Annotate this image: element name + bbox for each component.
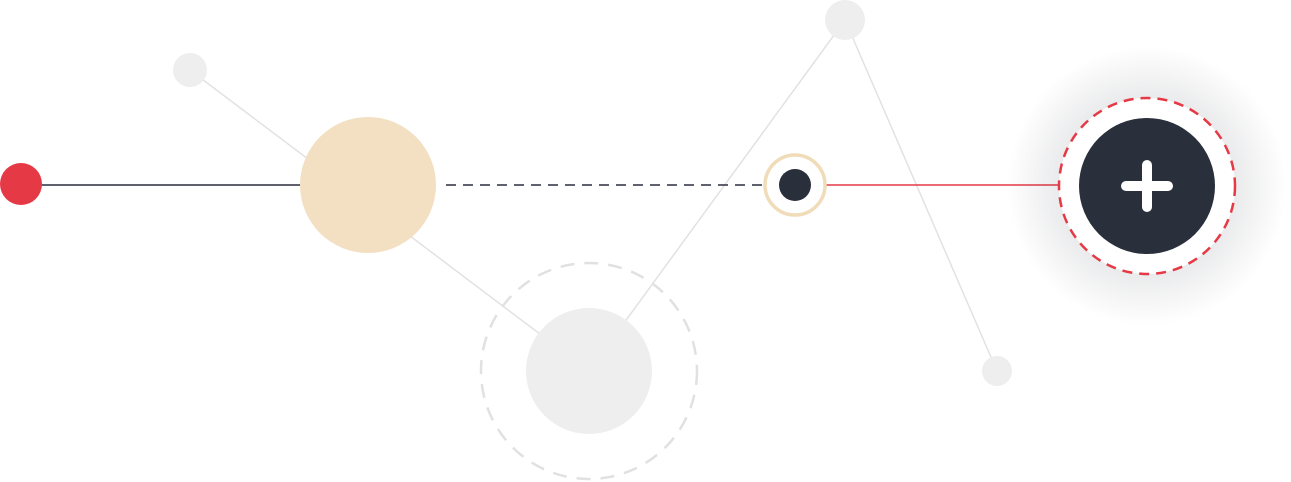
start-dot	[0, 163, 42, 205]
tan-node	[300, 117, 436, 253]
gray-bottom-node-ring	[479, 261, 699, 481]
gray-top-left-node	[173, 53, 207, 87]
gray-bottom-node	[526, 308, 652, 434]
small-dark-node	[779, 169, 811, 201]
plus-icon	[1121, 160, 1173, 212]
gray-bottom-right-node	[982, 356, 1012, 386]
add-button[interactable]	[1007, 46, 1287, 326]
gray-top-right-node	[825, 0, 865, 40]
